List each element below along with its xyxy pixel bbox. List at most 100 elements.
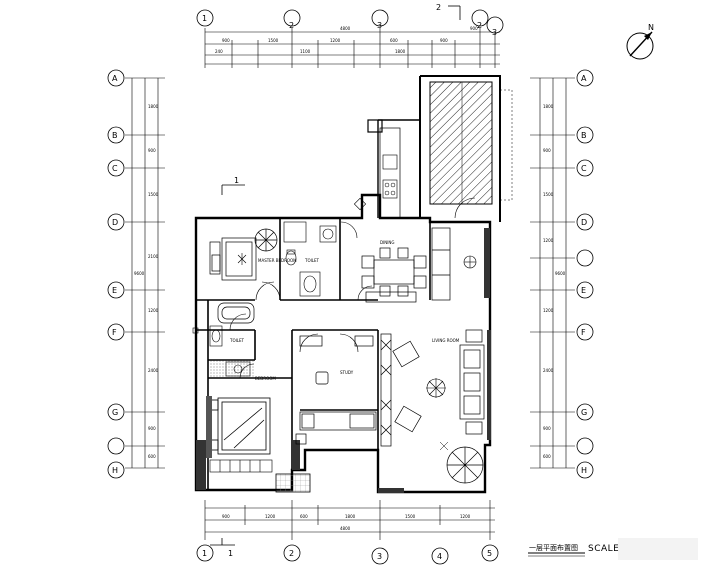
axis-label-bottom-1: 1 <box>202 549 207 558</box>
axis-label-top-4: 2 <box>477 21 482 30</box>
axis-label-right-e: E <box>581 286 586 295</box>
svg-text:1200: 1200 <box>330 38 341 43</box>
svg-text:600: 600 <box>300 514 308 519</box>
room-label-dining: DINING <box>380 240 395 245</box>
bottom-dimension-chain <box>204 500 495 540</box>
svg-text:900: 900 <box>440 38 448 43</box>
axis-label-right-d: D <box>581 218 587 227</box>
axis-bubble-top-1 <box>196 9 214 27</box>
svg-text:4800: 4800 <box>340 526 351 531</box>
axis-label-left-h: H <box>112 466 118 475</box>
svg-text:1500: 1500 <box>148 192 159 197</box>
axis-label-top-2: 2 <box>289 21 294 30</box>
section-mark-bottom-left <box>210 538 235 546</box>
dining-table <box>361 247 427 303</box>
svg-text:900: 900 <box>148 426 156 431</box>
axis-label-left-b: B <box>112 131 118 140</box>
kitchen-stove <box>382 179 398 199</box>
window-right <box>500 89 513 201</box>
axis-label-top-1: 1 <box>202 14 207 23</box>
living-furniture <box>392 329 485 435</box>
wardrobe <box>209 459 273 473</box>
bathroom-floor <box>210 360 255 378</box>
svg-text:4800: 4800 <box>340 26 351 31</box>
svg-text:900: 900 <box>543 148 551 153</box>
stove-burner-icons <box>384 182 396 196</box>
svg-text:900: 900 <box>222 514 230 519</box>
room-label-bath: TOILET <box>229 338 245 343</box>
axis-bubble-top-2 <box>283 9 301 27</box>
north-label: N <box>648 23 654 32</box>
column-markers <box>192 197 367 334</box>
axis-bubble-top-5 <box>486 16 504 34</box>
svg-text:900: 900 <box>470 26 478 31</box>
room-label-master: MASTER BEDROOM <box>258 258 297 263</box>
right-dimension-ticks: 1800 900 1500 1200 9600 1200 2400 900 60… <box>543 104 566 459</box>
chimney <box>367 119 383 133</box>
title-block <box>528 552 585 557</box>
dining-plant-icon <box>463 255 477 269</box>
axis-label-top-3: 3 <box>377 21 382 30</box>
stair-door-swing <box>454 197 476 219</box>
axis-label-right-a: A <box>581 74 587 83</box>
axis-label-left-c: C <box>112 164 118 173</box>
axis-label-left-a: A <box>112 74 118 83</box>
svg-text:1500: 1500 <box>268 38 279 43</box>
spiral-stair-icon <box>254 228 278 252</box>
axis-label-right-g: G <box>581 408 587 417</box>
svg-text:900: 900 <box>222 38 230 43</box>
section-label-top-left: 1 <box>234 176 239 185</box>
axis-bubble-top-3 <box>371 9 389 27</box>
room-label-bedroom: BEDROOM <box>255 376 276 381</box>
svg-text:1200: 1200 <box>265 514 276 519</box>
axis-label-bottom-3: 3 <box>377 552 382 561</box>
svg-text:600: 600 <box>390 38 398 43</box>
section-label-top-right: 2 <box>436 3 441 12</box>
drawing-scale: SCALE <box>588 544 619 554</box>
svg-text:1200: 1200 <box>543 238 554 243</box>
book-shelf <box>380 333 392 447</box>
svg-text:240: 240 <box>215 49 223 54</box>
bed-headboard <box>206 396 212 458</box>
study-furniture <box>295 335 377 445</box>
svg-text:900: 900 <box>148 148 156 153</box>
svg-text:1800: 1800 <box>148 104 159 109</box>
room-label-living: LIVING ROOM <box>432 338 460 343</box>
axis-label-right-f: F <box>581 328 586 337</box>
bottom-axis-bubbles <box>196 544 499 565</box>
svg-text:600: 600 <box>543 454 551 459</box>
svg-text:1800: 1800 <box>543 104 554 109</box>
axis-bubble-top-4 <box>471 9 489 27</box>
left-dimension-ticks: 1800 900 1500 2100 9600 1200 2400 900 60… <box>134 104 159 459</box>
svg-text:1100: 1100 <box>300 49 311 54</box>
room-label-study: STUDY <box>340 370 354 375</box>
axis-label-bottom-4: 4 <box>437 552 442 561</box>
axis-label-left-g: G <box>112 408 118 417</box>
top-dimension-ticks: 900 1500 4800 1200 600 900 900 240 1100 … <box>215 26 478 54</box>
axis-label-right-h: H <box>581 466 587 475</box>
svg-text:1500: 1500 <box>543 192 554 197</box>
top-axis-bubbles <box>196 9 504 34</box>
axis-label-left-d: D <box>112 218 118 227</box>
svg-text:1500: 1500 <box>405 514 416 519</box>
door-swings <box>229 221 373 379</box>
axis-label-right-b: B <box>581 131 587 140</box>
plant-icon <box>237 253 247 265</box>
svg-text:9600: 9600 <box>555 271 566 276</box>
svg-text:2100: 2100 <box>148 254 159 259</box>
structural-columns <box>196 228 491 493</box>
kitchen-sink <box>382 154 398 170</box>
coffee-table-icon <box>426 378 446 398</box>
bottom-dimension-ticks: 900 1200 600 1800 1500 1200 4800 <box>222 514 471 531</box>
svg-text:2400: 2400 <box>543 368 554 373</box>
section-mark-top-left <box>221 184 245 195</box>
top-dimension-chain <box>204 28 500 68</box>
axis-label-bottom-5: 5 <box>487 549 492 558</box>
sideboard <box>431 227 451 301</box>
axis-label-top-5: 3 <box>492 28 497 37</box>
svg-text:900: 900 <box>543 426 551 431</box>
bathtub-icon <box>217 302 255 324</box>
left-dimension-chain <box>125 77 165 469</box>
balcony-grid <box>275 473 311 493</box>
shower-icon <box>225 361 251 377</box>
